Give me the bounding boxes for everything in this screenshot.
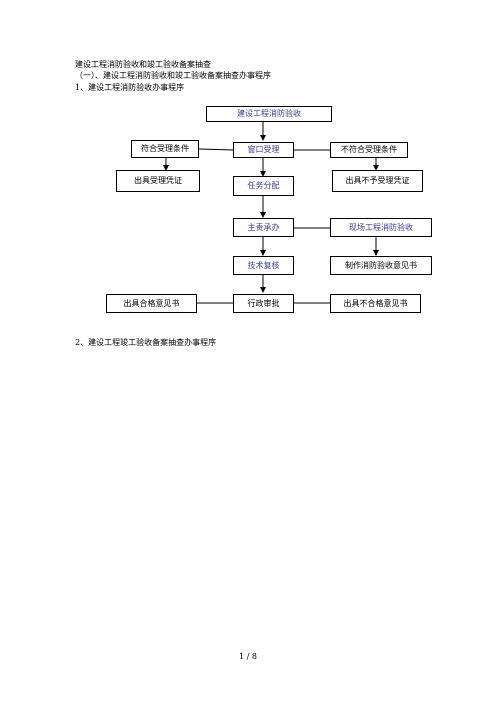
flow-admin-approval: 行政审批 (233, 294, 294, 313)
flow-issue-pass: 出具合格意见书 (106, 294, 197, 313)
flow-issue-fail: 出具不合格意见书 (330, 294, 421, 313)
subheading-1: 1、建设工程消防验收办事程序 (75, 83, 185, 92)
flow-issue-receipt: 出具受理凭证 (116, 170, 200, 192)
subheading-2: 2、建设工程竣工验收备案抽查办事程序 (75, 338, 217, 347)
flow-issue-reject: 出具不予受理凭证 (332, 170, 423, 192)
flow-not-meets-conditions: 不符合受理条件 (330, 142, 408, 158)
page-number: 1 / 8 (239, 652, 257, 661)
section-heading: （一）、建设工程消防验收和竣工验收备案抽查办事程序 (75, 71, 271, 80)
flow-task-assign: 任务分配 (233, 176, 294, 196)
flow-window-accept: 窗口受理 (233, 142, 294, 158)
flow-meets-conditions: 符合受理条件 (131, 140, 199, 158)
doc-title: 建设工程消防验收和竣工验收备案抽查 (75, 60, 211, 69)
flow-make-opinion: 制作消防验收意见书 (330, 256, 432, 275)
flow-start: 建设工程消防验收 (206, 106, 332, 122)
flow-technical-review: 技术复核 (233, 256, 294, 275)
flow-site-inspection: 现场工程消防验收 (330, 218, 432, 237)
flow-main-officer: 主责承办 (233, 218, 294, 237)
